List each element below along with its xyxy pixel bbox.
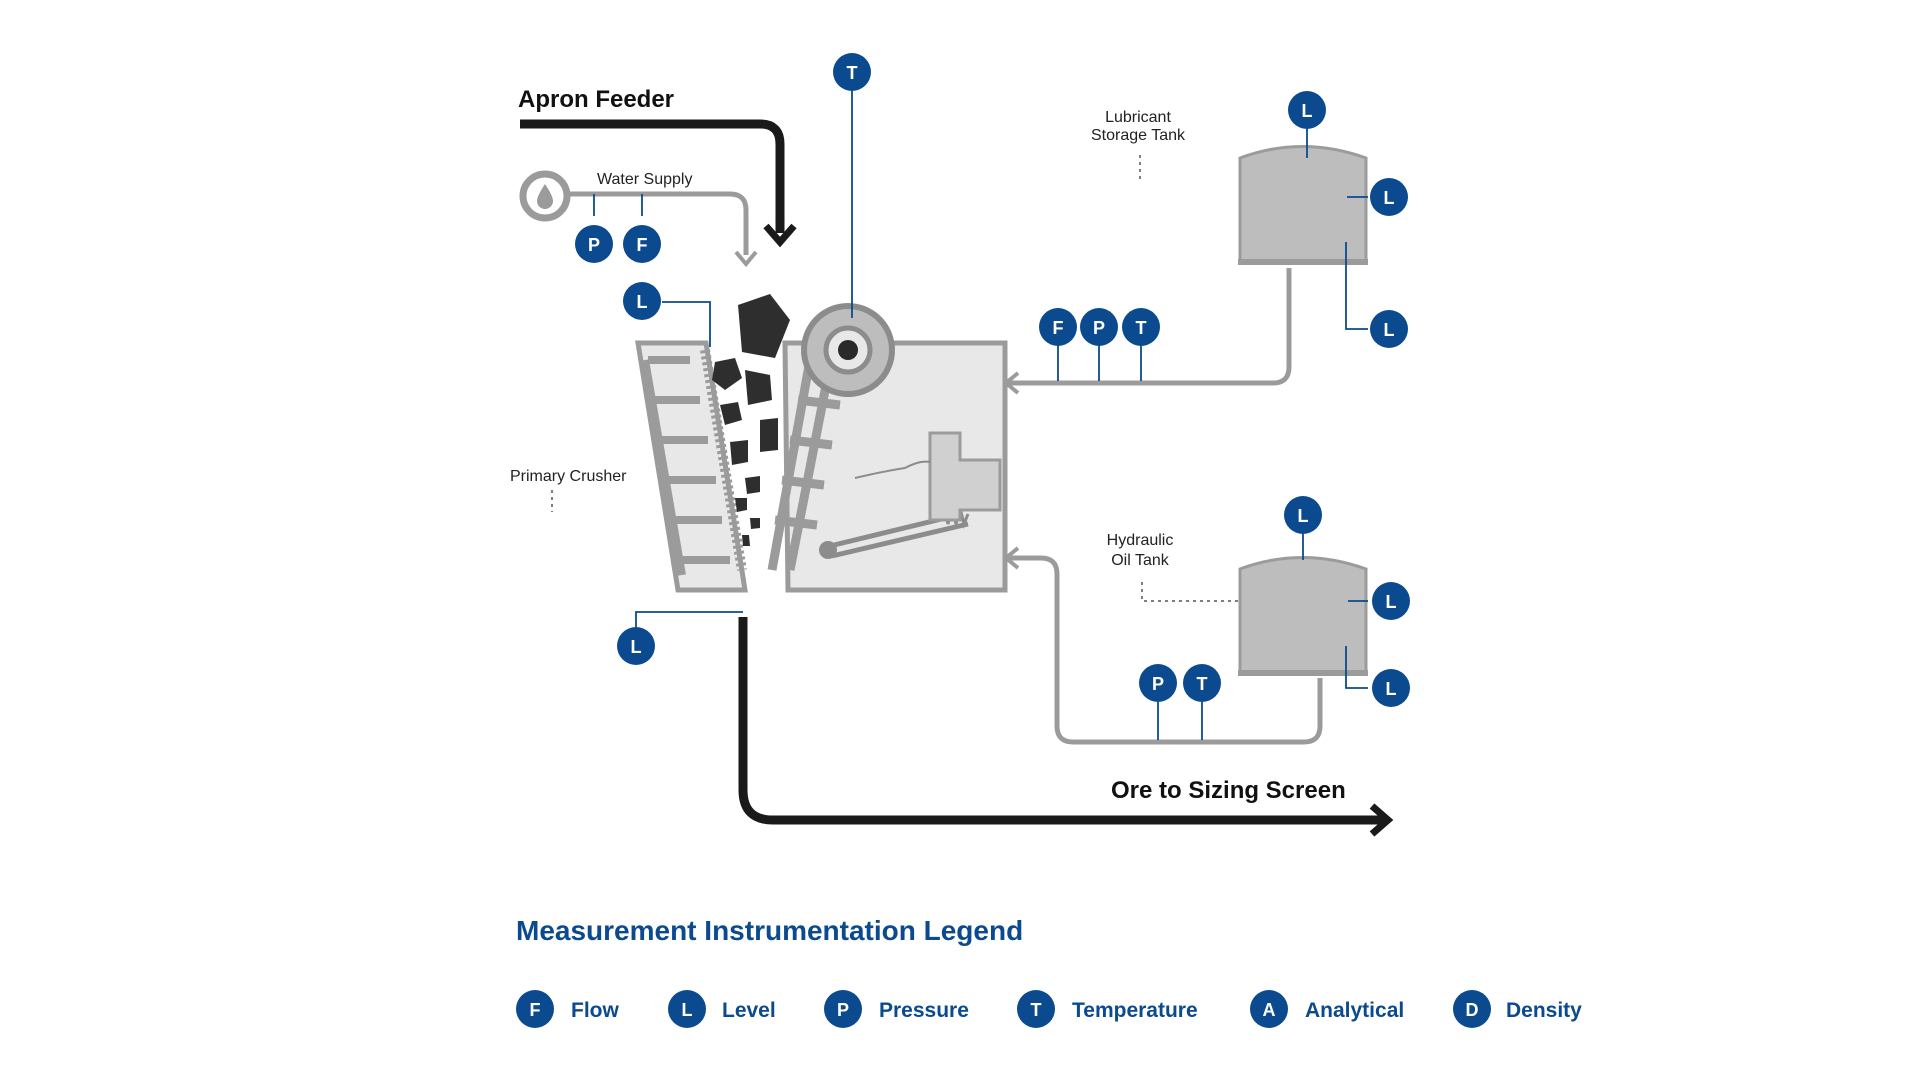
fixed-jaw <box>641 356 730 576</box>
temperature-badge: T <box>1183 664 1221 702</box>
svg-text:L: L <box>1302 101 1313 121</box>
fixed-jaw-plate <box>700 349 747 571</box>
svg-text:P: P <box>1152 674 1164 694</box>
ore-to-sizing-screen-label: Ore to Sizing Screen <box>1111 777 1346 804</box>
svg-text:L: L <box>1384 188 1395 208</box>
lubricant-tank-label-line1: Lubricant <box>1105 109 1171 126</box>
temperature-badge: T <box>833 53 871 91</box>
crusher-back-block <box>928 431 1002 522</box>
svg-text:T: T <box>1197 674 1208 694</box>
legend-label: Analytical <box>1305 999 1404 1022</box>
legend: Measurement Instrumentation Legend F Flo… <box>516 915 1582 1028</box>
legend-label: Pressure <box>879 999 969 1022</box>
lubricant-tank-label-line2: Storage Tank <box>1091 127 1186 144</box>
svg-text:L: L <box>682 1000 693 1020</box>
level-badge: L <box>1372 582 1410 620</box>
svg-text:L: L <box>1298 506 1309 526</box>
legend-title: Measurement Instrumentation Legend <box>516 915 1023 946</box>
toggle-pivot <box>819 541 837 559</box>
apron-feeder-arrowhead <box>763 223 797 248</box>
legend-item-flow: F Flow <box>516 990 619 1028</box>
svg-text:D: D <box>1466 1000 1479 1020</box>
svg-text:A: A <box>1263 1000 1276 1020</box>
hydraulic-oil-pipe <box>1008 555 1323 745</box>
legend-label: Temperature <box>1072 999 1198 1022</box>
svg-text:T: T <box>1031 1000 1042 1020</box>
level-badge: L <box>623 282 661 320</box>
water-drop-icon <box>519 170 571 222</box>
svg-text:L: L <box>1386 679 1397 699</box>
hydraulic-link-line <box>854 460 931 479</box>
hydraulic-tank-label-line2: Oil Tank <box>1111 552 1170 569</box>
flow-badge: F <box>1039 308 1077 346</box>
svg-text:P: P <box>837 1000 849 1020</box>
svg-text:F: F <box>637 235 648 255</box>
legend-item-analytical: A Analytical <box>1250 990 1404 1028</box>
svg-text:L: L <box>1384 320 1395 340</box>
legend-item-pressure: P Pressure <box>824 990 969 1028</box>
level-badge: L <box>1370 178 1408 216</box>
apron-feeder-flow <box>520 119 785 233</box>
svg-text:T: T <box>847 63 858 83</box>
hydraulic-tank-label-line1: Hydraulic <box>1107 532 1174 549</box>
lubricant-supply-pipe <box>1008 268 1292 386</box>
flywheel-hub <box>838 340 858 360</box>
level-badge: L <box>1370 310 1408 348</box>
primary-crusher <box>635 294 1008 593</box>
legend-label: Density <box>1506 999 1582 1022</box>
svg-text:P: P <box>588 235 600 255</box>
legend-item-level: L Level <box>668 990 776 1028</box>
ore-discharge-arrowhead <box>1369 803 1394 837</box>
svg-text:F: F <box>1053 318 1064 338</box>
legend-item-density: D Density <box>1453 990 1582 1028</box>
pressure-badge: P <box>575 225 613 263</box>
svg-text:T: T <box>1136 318 1147 338</box>
flow-badge: F <box>623 225 661 263</box>
legend-item-temperature: T Temperature <box>1017 990 1198 1028</box>
pressure-badge: P <box>1080 308 1118 346</box>
lubricant-storage-tank <box>1238 145 1368 265</box>
level-badge: L <box>1284 496 1322 534</box>
svg-text:L: L <box>1386 592 1397 612</box>
level-badge: L <box>1372 669 1410 707</box>
moving-jaw <box>767 359 841 571</box>
legend-label: Flow <box>571 999 619 1022</box>
primary-crusher-label: Primary Crusher <box>510 468 627 485</box>
legend-label: Level <box>722 999 776 1022</box>
svg-text:P: P <box>1093 318 1105 338</box>
pressure-badge: P <box>1139 664 1177 702</box>
level-badge: L <box>1288 91 1326 129</box>
hydraulic-oil-tank <box>1238 556 1368 676</box>
water-supply-label: Water Supply <box>597 171 692 188</box>
temperature-badge: T <box>1122 308 1160 346</box>
svg-text:L: L <box>637 292 648 312</box>
apron-feeder-label: Apron Feeder <box>518 86 674 113</box>
level-badge: L <box>617 627 655 665</box>
crusher-housing <box>635 340 748 593</box>
svg-text:L: L <box>631 637 642 657</box>
water-supply-arrowhead <box>734 250 758 268</box>
ore-rocks <box>712 294 790 546</box>
water-supply-pipe <box>565 191 749 255</box>
ore-discharge-flow <box>738 617 1384 825</box>
svg-text:F: F <box>530 1000 541 1020</box>
